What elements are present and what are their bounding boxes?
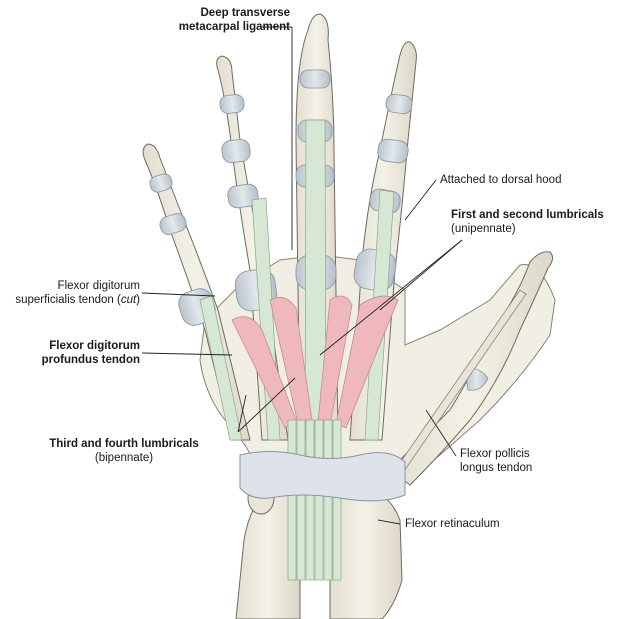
label-deep-transverse-line1: Deep transverse [200, 7, 291, 19]
label-fds-tendon: Flexor digitorum superficialis tendon (c… [10, 279, 140, 307]
label-fds-line2-italic: cut [120, 294, 137, 306]
label-fdp-line1: Flexor digitorum [49, 340, 140, 352]
label-deep-transverse-line2: metacarpal ligament [178, 21, 290, 33]
label-first-second-lumbricals-line1: First and second lumbricals [451, 209, 604, 221]
label-attached-to-dorsal-hood: Attached to dorsal hood [440, 174, 562, 186]
label-first-second-lumbricals: First and second lumbricals (unipennate) [451, 208, 604, 236]
label-fds-line1: Flexor digitorum [57, 280, 140, 292]
lumbrical-muscles [231, 295, 399, 429]
label-fds-line2-prefix: superficialis tendon ( [15, 294, 121, 306]
label-fdp-tendon: Flexor digitorum profundus tendon [10, 339, 140, 367]
label-deep-transverse-metacarpal-ligament: Deep transverse metacarpal ligament [140, 6, 290, 34]
label-fds-line2-suffix: ) [136, 294, 140, 306]
label-fpl-line2: longus tendon [460, 462, 533, 474]
label-fds-line2: superficialis tendon (cut) [10, 293, 140, 307]
label-third-fourth-line2: (bipennate) [94, 452, 154, 464]
label-flexor-retinaculum: Flexor retinaculum [405, 518, 500, 530]
flexor-retinaculum-band [239, 451, 406, 502]
label-first-second-lumbricals-line2: (unipennate) [451, 223, 516, 235]
label-fdp-line2: profundus tendon [41, 354, 140, 366]
thumb [389, 251, 554, 486]
label-third-fourth-lumbricals: Third and fourth lumbricals (bipennate) [24, 437, 224, 465]
label-fpl-line1: Flexor pollicis [460, 448, 530, 460]
label-third-fourth-line1: Third and fourth lumbricals [49, 438, 199, 450]
label-fpl-tendon: Flexor pollicis longus tendon [460, 447, 532, 475]
flexor-tendons [287, 419, 342, 581]
finger-little [142, 143, 251, 441]
leader-lines [141, 26, 463, 525]
